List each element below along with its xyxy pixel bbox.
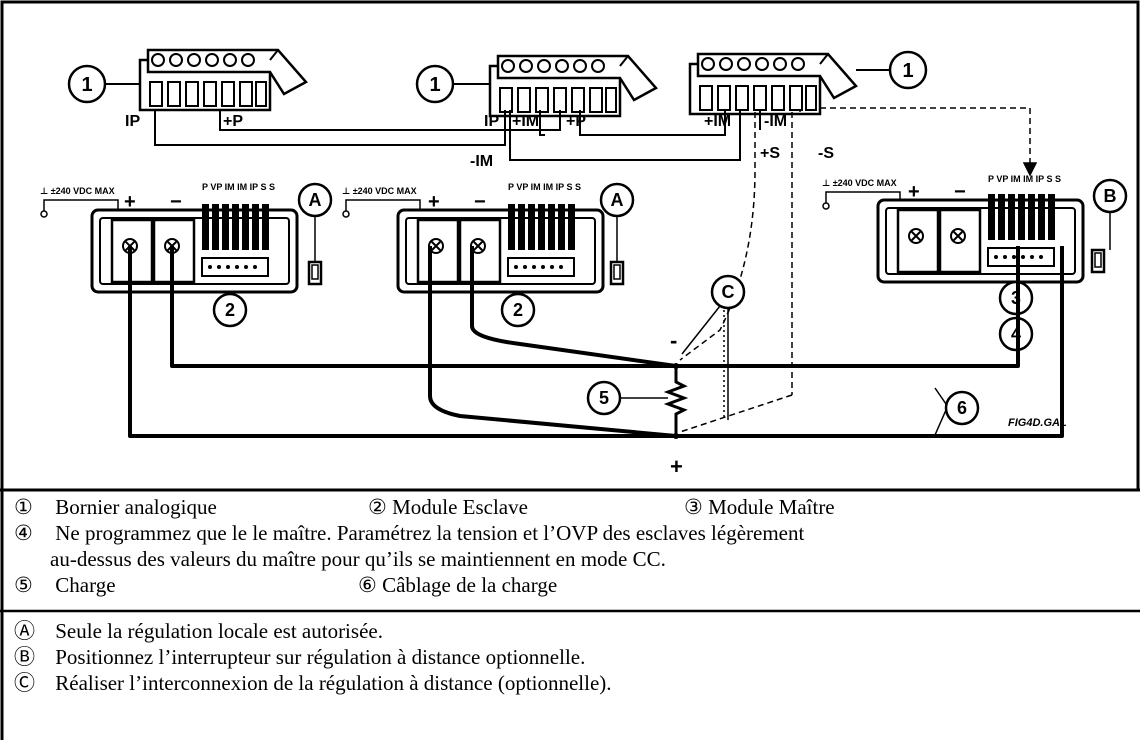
- callout-6-label: 6: [957, 398, 967, 418]
- callout-1-mid-label: 1: [429, 74, 440, 96]
- label-ip-1: IP: [125, 113, 140, 130]
- label-ip-plus-2: +P: [566, 113, 586, 130]
- label-minus-s: -S: [818, 145, 834, 162]
- figure-id: FIG4D.GAL: [1008, 417, 1067, 429]
- module-master: [876, 192, 1085, 284]
- legend-bottom: Ⓐ Seule la régulation locale est autoris…: [0, 614, 1140, 740]
- callout-a-2-label: A: [611, 190, 624, 210]
- legend-symbol-5: ⑤: [14, 573, 33, 597]
- module3-plus: +: [908, 181, 920, 203]
- legend-symbol-1: ①: [14, 495, 33, 519]
- label-ip-2: IP: [484, 113, 499, 130]
- callout-2-left: [212, 292, 248, 328]
- legend-symbol-c: Ⓒ: [14, 671, 35, 695]
- callout-5-label: 5: [599, 388, 609, 408]
- sense-switch-2: [609, 260, 625, 286]
- label-plus-s: +S: [760, 145, 780, 162]
- label-plus-im-3: +IM: [704, 113, 731, 130]
- legend-text-master-module: Module Maître: [708, 495, 835, 519]
- term-header-2: P VP IM IM IP S S: [508, 182, 581, 192]
- sense-switch-1: [307, 260, 323, 286]
- legend-text-remote-interconnect: Réaliser l’interconnexion de la régulati…: [55, 671, 612, 695]
- term-header-1: P VP IM IM IP S S: [202, 182, 275, 192]
- callout-a-1-label: A: [309, 190, 322, 210]
- callout-b-label: B: [1104, 186, 1117, 206]
- label-ip-plus-1: +P: [223, 113, 243, 130]
- callout-1-left-label: 1: [81, 74, 92, 96]
- callout-6: [944, 390, 980, 426]
- legend-text-program-master: Ne programmez que le le maître. Paramétr…: [55, 521, 805, 545]
- load-minus-sign: -: [670, 328, 677, 353]
- callout-c-label: C: [722, 282, 735, 302]
- analog-connector-2: [488, 54, 658, 118]
- callout-1-right-label: 1: [902, 60, 913, 82]
- legend-symbol-3: ③: [684, 495, 703, 519]
- legend-symbol-6: ⑥: [358, 573, 377, 597]
- label-minus-im-3: -IM: [764, 113, 787, 130]
- callout-2-mid-label: 2: [513, 300, 523, 320]
- module3-minus: −: [954, 181, 966, 203]
- label-minus-im-2: -IM: [470, 153, 493, 170]
- legend-symbol-a: Ⓐ: [14, 619, 35, 643]
- legend-symbol-2: ②: [368, 495, 387, 519]
- legend-text-program-master-cont: au-dessus des valeurs du maître pour qu’…: [50, 547, 666, 571]
- legend-symbol-b: Ⓑ: [14, 645, 35, 669]
- vdc-label-3: ⊥ ±240 VDC MAX: [822, 178, 897, 188]
- module2-minus: −: [474, 191, 486, 213]
- legend-text-remote-switch: Positionnez l’interrupteur sur régulatio…: [55, 645, 586, 669]
- legend-text-slave-module: Module Esclave: [392, 495, 528, 519]
- module2-plus: +: [428, 191, 440, 213]
- legend-symbol-4: ④: [14, 521, 33, 545]
- legend-text-load: Charge: [55, 573, 116, 597]
- module-slave-1: [90, 202, 299, 294]
- analog-connector-1: [138, 48, 308, 112]
- term-header-3: P VP IM IM IP S S: [988, 174, 1061, 184]
- callout-2-left-label: 2: [225, 300, 235, 320]
- legend-text-local-sense: Seule la régulation locale est autorisée…: [55, 619, 383, 643]
- legend-text-load-wiring: Câblage de la charge: [382, 573, 558, 597]
- vdc-label-2: ⊥ ±240 VDC MAX: [342, 186, 417, 196]
- sense-switch-3: [1090, 248, 1106, 274]
- legend-top: ① Bornier analogique ② Module Esclave ③ …: [0, 488, 1140, 610]
- module1-plus: +: [124, 191, 136, 213]
- module1-minus: −: [170, 191, 182, 213]
- legend-text-analog-terminal: Bornier analogique: [55, 495, 217, 519]
- load-plus-sign: +: [670, 454, 683, 479]
- label-plus-im-2: +IM: [512, 113, 539, 130]
- vdc-label-1: ⊥ ±240 VDC MAX: [40, 186, 115, 196]
- analog-connector-3: [688, 52, 858, 116]
- callout-2-mid: [500, 292, 536, 328]
